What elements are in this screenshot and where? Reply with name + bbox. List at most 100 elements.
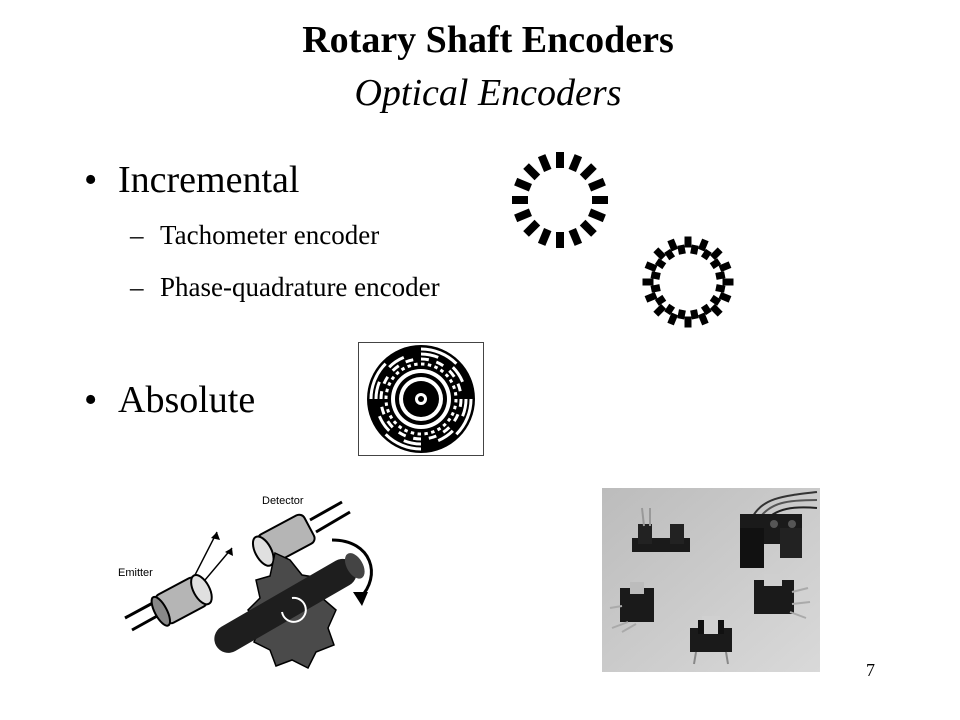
disk-slot (650, 284, 661, 293)
code-track-segment (384, 433, 422, 451)
code-track-segment (420, 347, 458, 365)
disk-slot (664, 248, 676, 261)
disk-slot (709, 294, 722, 306)
subitem-text: Phase-quadrature encoder (160, 272, 440, 302)
disk-slot (523, 219, 541, 237)
subitem-quadrature: –Phase-quadrature encoder (130, 272, 440, 302)
code-track-segment (461, 398, 468, 417)
detector-label: Detector (262, 495, 304, 507)
code-track-segment (453, 405, 457, 410)
code-track-segment (397, 430, 407, 438)
disk-slot (690, 244, 699, 255)
sensor-photo (602, 488, 820, 672)
code-track-segment (413, 362, 418, 367)
code-track-segment (412, 436, 422, 441)
code-track-segment (387, 381, 392, 387)
disk-slot (667, 238, 679, 252)
disk-slot (677, 309, 686, 320)
code-track-segment (379, 390, 384, 400)
code-track-segment (456, 383, 462, 392)
disk-slot (700, 248, 712, 261)
disk-slot (514, 208, 532, 223)
disk-slot (642, 278, 654, 286)
code-track-segment (382, 375, 390, 385)
disk-slot (644, 291, 658, 303)
disk-slot (512, 196, 528, 204)
code-track-segment (435, 360, 445, 368)
code-track-segment (385, 388, 389, 393)
disk-slot (654, 294, 667, 306)
slide-title: Rotary Shaft Encoders (302, 19, 674, 61)
code-track-segment (452, 413, 460, 423)
code-track-segment (424, 431, 429, 436)
code-track-segment (384, 402, 389, 407)
disk-slot (537, 228, 552, 246)
code-track-segment (374, 381, 381, 400)
code-track-segment (420, 352, 439, 359)
disk-slot (579, 163, 597, 181)
code-track-segment (458, 398, 463, 408)
disk-slot (700, 303, 712, 316)
code-track-segment (455, 398, 473, 436)
code-track-segment (369, 362, 387, 400)
disk-slot (653, 247, 667, 261)
code-track-segment (397, 424, 403, 430)
bullet-text: Absolute (118, 379, 256, 421)
code-track-segment (448, 369, 456, 378)
disk-slot (556, 152, 564, 168)
code-track-segment (428, 434, 437, 440)
code-track-segment (395, 370, 400, 376)
code-track-segment (446, 417, 452, 423)
code-track-segment (450, 411, 455, 417)
code-track-segment (436, 426, 442, 432)
disk-slot (684, 236, 692, 248)
disk-slot (684, 316, 692, 328)
code-track-segment (407, 364, 412, 369)
code-track-segment (442, 422, 447, 428)
disk-slot (718, 291, 732, 303)
subitem-tachometer: –Tachometer encoder (130, 220, 380, 250)
emitter-label: Emitter (118, 567, 153, 579)
code-track-segment (444, 373, 450, 378)
slide-subtitle: Optical Encoders (354, 72, 622, 114)
disk-slot (579, 219, 597, 237)
disk-slot (709, 247, 723, 261)
code-track-segment (448, 378, 454, 384)
code-track-segment (451, 366, 464, 383)
code-track-segment (405, 358, 414, 364)
code-track-segment (451, 385, 456, 390)
disk-slot (709, 258, 722, 270)
disk-slot (568, 228, 583, 246)
disk-slot (568, 154, 583, 172)
disk-slot (715, 284, 726, 293)
code-track-segment (380, 406, 386, 415)
code-track-segment (392, 420, 398, 425)
bullet-absolute: •Absolute (84, 379, 256, 421)
code-track-segment (386, 408, 391, 413)
code-track-segment (378, 415, 391, 432)
absolute-disk-icon (358, 342, 484, 456)
disk-slot (718, 261, 732, 273)
disk-slot (556, 232, 564, 248)
code-track-segment (403, 439, 422, 446)
disk-slot (537, 154, 552, 172)
disk-slot (697, 312, 709, 326)
bullet-text: Incremental (118, 159, 300, 201)
encoder-diagram: Detector Emitter (118, 495, 373, 670)
disk-slot (709, 303, 723, 317)
disk-slot (690, 309, 699, 320)
disk-slot (514, 177, 532, 192)
code-track-segment (437, 429, 454, 442)
disk-slot (588, 177, 606, 192)
subitem-text: Tachometer encoder (160, 220, 380, 250)
code-track-segment (439, 368, 445, 374)
code-track-segment (391, 364, 400, 372)
disk-slot (715, 271, 726, 280)
page-number: 7 (866, 660, 875, 680)
code-track-segment (388, 356, 405, 369)
disk-slot (592, 196, 608, 204)
disk-slot (654, 258, 667, 270)
code-track-segment (410, 431, 415, 435)
code-track-segment (400, 366, 406, 372)
code-track-segment (386, 420, 394, 429)
